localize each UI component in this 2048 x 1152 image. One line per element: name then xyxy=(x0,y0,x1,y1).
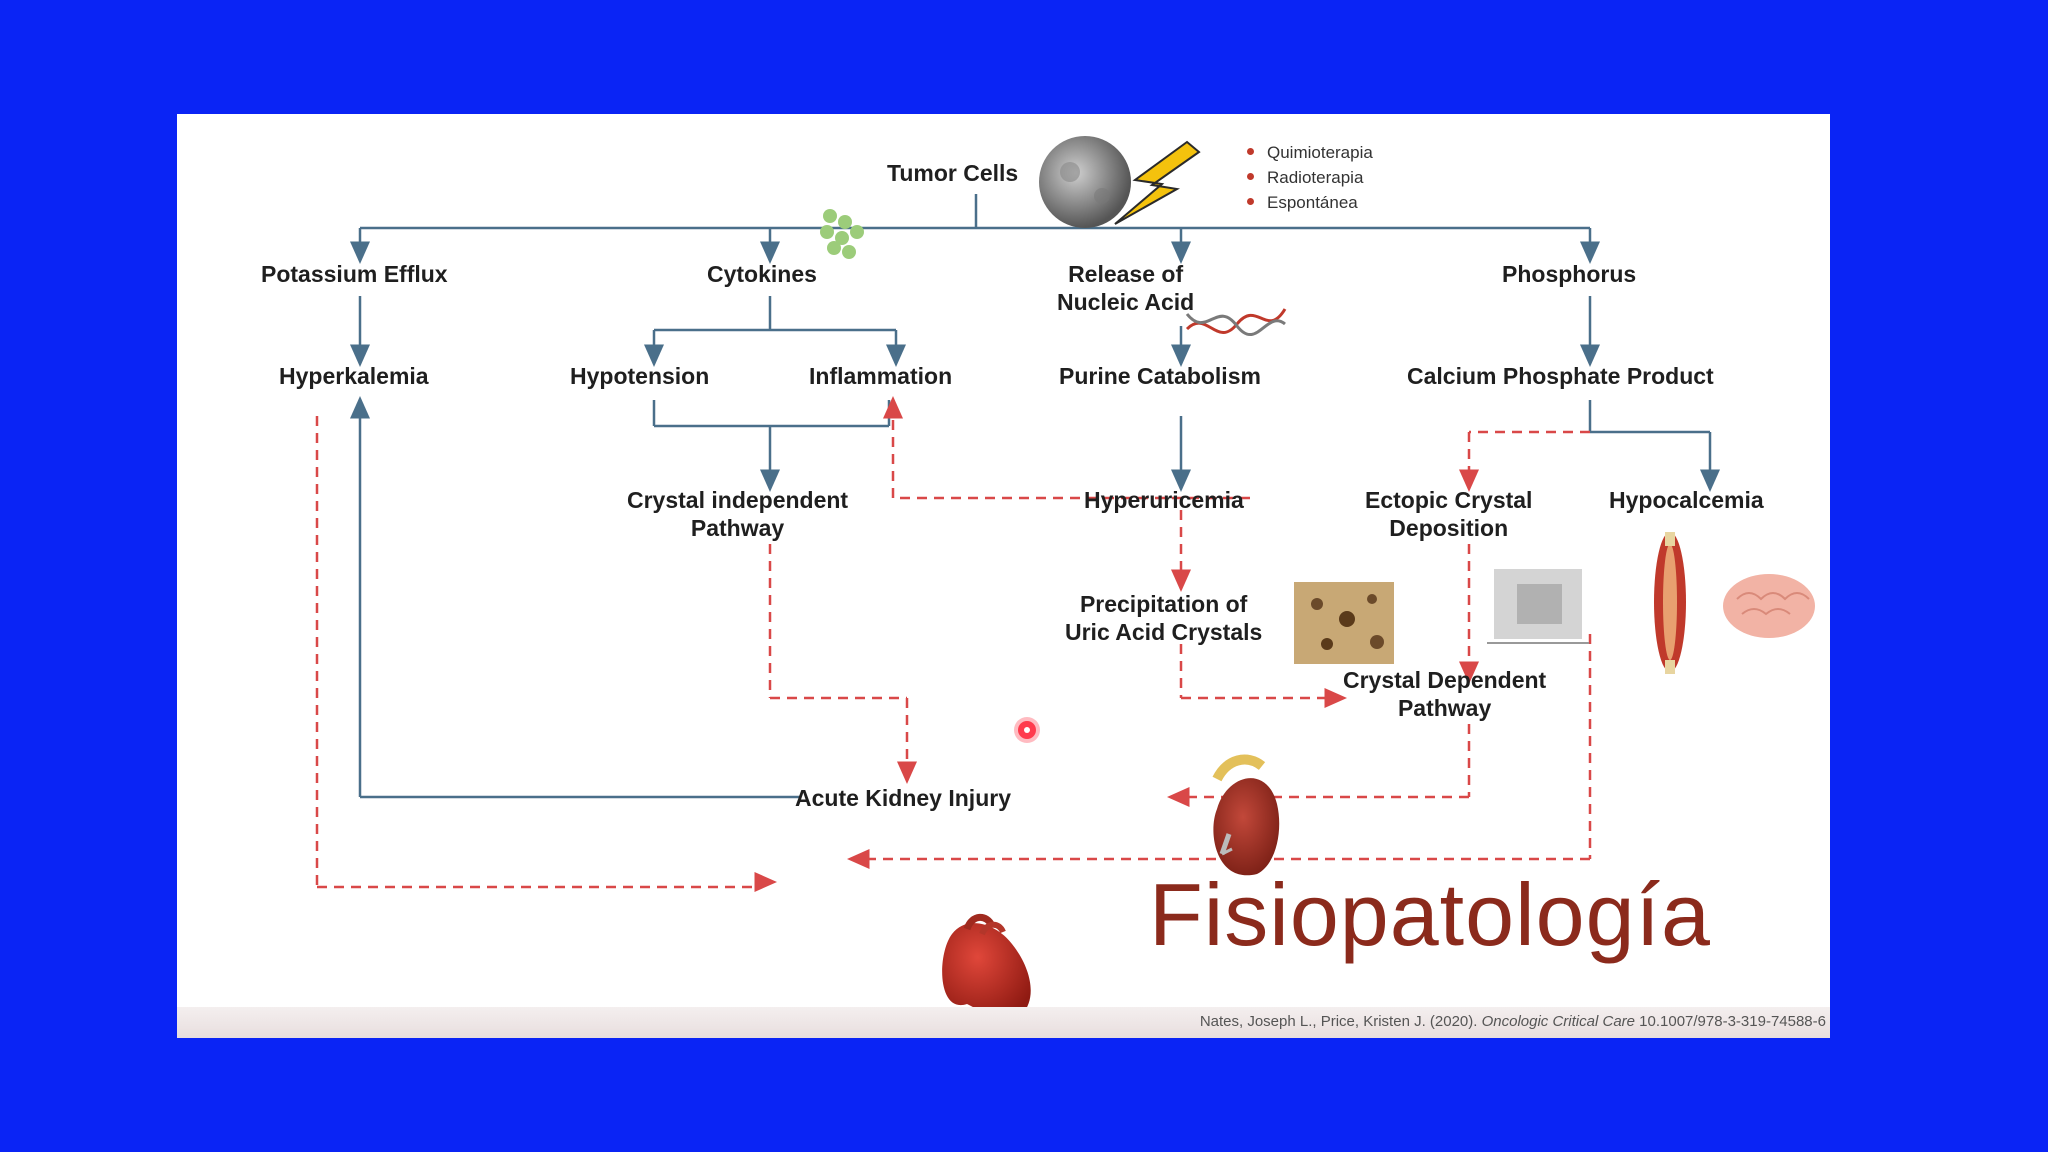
cause-item: Espontánea xyxy=(1243,190,1373,215)
citation-journal: Oncologic Critical Care xyxy=(1481,1013,1635,1030)
node-hypocalcemia: Hypocalcemia xyxy=(1609,487,1764,513)
slide: Tumor Cells Quimioterapia Radioterapia E… xyxy=(177,114,1830,1038)
node-inflammation: Inflammation xyxy=(809,363,953,389)
node-crystal-dependent-line2: Pathway xyxy=(1397,695,1492,721)
cause-item: Radioterapia xyxy=(1243,165,1373,190)
citation-doi: 10.1007/978-3-319-74588-6 xyxy=(1639,1013,1826,1030)
bullet-icon xyxy=(1247,148,1254,155)
node-crystal-dependent: Crystal Dependent Pathway xyxy=(1343,666,1546,722)
node-release-line2: Nucleic Acid xyxy=(1057,289,1195,315)
footer-bar: Nates, Joseph L., Price, Kristen J. (202… xyxy=(177,1007,1830,1038)
node-crystal-independent-line2: Pathway xyxy=(690,515,785,541)
node-tumor-cells: Tumor Cells xyxy=(887,160,1019,186)
dna-icon xyxy=(1185,308,1287,336)
citation-authors: Nates, Joseph L., Price, Kristen J. (202… xyxy=(1199,1013,1478,1030)
node-precipitation-line2: Uric Acid Crystals xyxy=(1065,619,1263,645)
node-hypotension: Hypotension xyxy=(570,363,710,389)
brain-image xyxy=(1723,574,1815,638)
node-precipitation: Precipitation of Uric Acid Crystals xyxy=(1065,590,1262,646)
dashed-connectors xyxy=(315,396,1592,892)
solid-connectors xyxy=(350,194,1720,799)
node-potassium-efflux: Potassium Efflux xyxy=(261,261,448,287)
node-acute-kidney-injury: Acute Kidney Injury xyxy=(795,785,1011,811)
bullet-icon xyxy=(1247,198,1254,205)
node-release-nucleic-acid: Release of Nucleic Acid xyxy=(1057,260,1194,316)
node-ectopic-line1: Ectopic Crystal xyxy=(1365,487,1533,513)
uric-crystals-image xyxy=(1294,582,1394,664)
muscle-image xyxy=(1654,532,1686,674)
node-phosphorus: Phosphorus xyxy=(1502,261,1637,287)
node-purine-catabolism: Purine Catabolism xyxy=(1059,363,1261,389)
kidney-image xyxy=(1212,754,1280,876)
node-release-line1: Release of xyxy=(1068,261,1184,287)
node-crystal-independent: Crystal independent Pathway xyxy=(627,486,848,542)
node-cytokines: Cytokines xyxy=(707,261,817,287)
node-ectopic-line2: Deposition xyxy=(1389,515,1509,541)
causes-list: Quimioterapia Radioterapia Espontánea xyxy=(1243,140,1373,215)
cursor-pointer-icon xyxy=(1018,721,1036,739)
node-ectopic-crystal: Ectopic Crystal Deposition xyxy=(1365,486,1532,542)
citation: Nates, Joseph L., Price, Kristen J. (202… xyxy=(1200,1013,1826,1030)
node-crystal-independent-line1: Crystal independent xyxy=(627,487,849,513)
lightning-icon xyxy=(1114,140,1201,225)
cytokines-icon xyxy=(820,209,864,259)
node-crystal-dependent-line1: Crystal Dependent xyxy=(1343,667,1547,693)
diagram-connectors xyxy=(315,136,1815,1021)
cause-item: Quimioterapia xyxy=(1243,140,1373,165)
heart-image xyxy=(942,913,1031,1021)
node-precipitation-line1: Precipitation of xyxy=(1079,591,1248,617)
node-hyperuricemia: Hyperuricemia xyxy=(1084,487,1244,513)
tumor-cell-image xyxy=(1039,136,1131,228)
bullet-icon xyxy=(1247,173,1254,180)
slide-title: Fisiopatología xyxy=(1149,865,1711,964)
node-hyperkalemia: Hyperkalemia xyxy=(279,363,429,389)
xray-image xyxy=(1487,569,1589,644)
node-calcium-phosphate: Calcium Phosphate Product xyxy=(1407,363,1714,389)
